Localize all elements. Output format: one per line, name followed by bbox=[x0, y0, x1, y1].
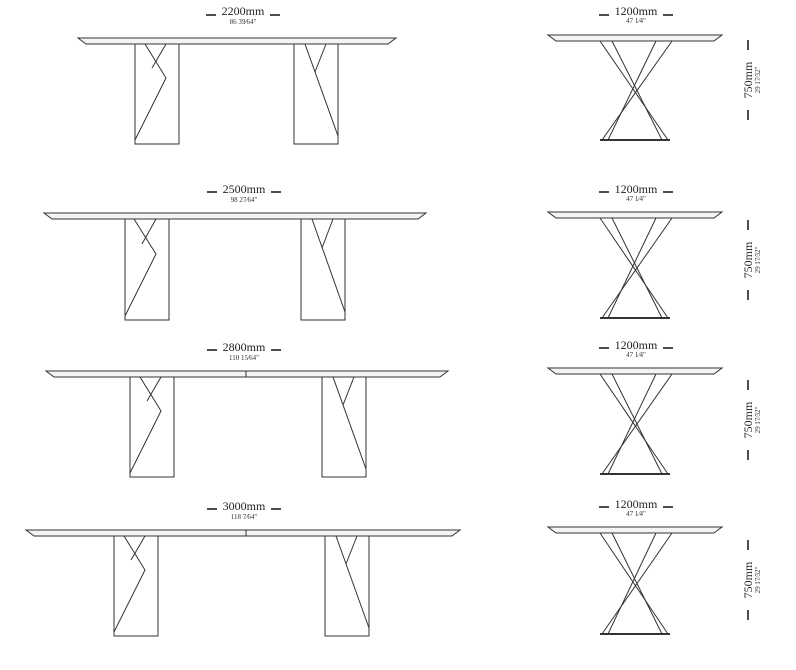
height-inch-label-4: 29 17⁄32" bbox=[754, 566, 762, 593]
tabletop-side-2 bbox=[546, 211, 724, 219]
length-label-1: 2200mm bbox=[222, 4, 265, 18]
tabletop-3 bbox=[44, 370, 450, 378]
length-label-3: 2800mm bbox=[223, 340, 266, 354]
side-view-1: 1200mm 47 1⁄4" 750mm 29 17⁄32" bbox=[546, 4, 762, 141]
height-inch-label-1: 29 17⁄32" bbox=[754, 66, 762, 93]
leg-left-1 bbox=[134, 43, 180, 145]
tabletop-side-1 bbox=[546, 34, 724, 42]
tabletop-side-3 bbox=[546, 367, 724, 375]
side-view-4: 1200mm 47 1⁄4" 750mm 29 17⁄32" bbox=[546, 497, 762, 635]
width-inch-label-2: 47 1⁄4" bbox=[626, 195, 646, 203]
length-inch-label-2: 98 27⁄64" bbox=[231, 196, 258, 204]
row-4: 3000mm 118 7⁄64" 1200mm 47 1⁄4" bbox=[24, 497, 762, 637]
x-base-4 bbox=[599, 532, 673, 635]
length-inch-label-4: 118 7⁄64" bbox=[231, 513, 258, 521]
height-label-2: 750mm bbox=[741, 241, 755, 278]
front-view-3: 2800mm 110 15⁄64" bbox=[44, 340, 450, 478]
tabletop-2 bbox=[42, 212, 428, 220]
side-view-2: 1200mm 47 1⁄4" 750mm 29 17⁄32" bbox=[546, 182, 762, 319]
x-base-3 bbox=[599, 373, 673, 475]
front-view-1: 2200mm 86 39⁄64" bbox=[76, 4, 398, 145]
x-base-2 bbox=[599, 217, 673, 319]
length-inch-label-1: 86 39⁄64" bbox=[230, 18, 257, 26]
row-2: 2500mm 98 27⁄64" 1200mm 47 1⁄4" bbox=[42, 182, 762, 321]
leg-right-4 bbox=[324, 535, 370, 637]
leg-left-3 bbox=[129, 376, 175, 478]
width-inch-label-1: 47 1⁄4" bbox=[626, 17, 646, 25]
height-label-4: 750mm bbox=[741, 561, 755, 598]
row-1: 2200mm 86 39⁄64" 1200mm 47 1⁄4" bbox=[76, 4, 762, 145]
tabletop-side-4 bbox=[546, 526, 724, 534]
height-inch-label-3: 29 17⁄32" bbox=[754, 406, 762, 433]
width-label-4: 1200mm bbox=[615, 497, 658, 511]
leg-right-3 bbox=[321, 376, 367, 478]
front-view-2: 2500mm 98 27⁄64" bbox=[42, 182, 428, 321]
leg-right-2 bbox=[300, 218, 346, 321]
height-inch-label-2: 29 17⁄32" bbox=[754, 246, 762, 273]
length-label-2: 2500mm bbox=[223, 182, 266, 196]
tabletop-1 bbox=[76, 37, 398, 45]
tabletop-4 bbox=[24, 529, 462, 537]
width-inch-label-3: 47 1⁄4" bbox=[626, 351, 646, 359]
leg-right-1 bbox=[293, 43, 339, 145]
leg-left-4 bbox=[113, 535, 159, 637]
height-label-1: 750mm bbox=[741, 61, 755, 98]
length-label-4: 3000mm bbox=[223, 499, 266, 513]
length-inch-label-3: 110 15⁄64" bbox=[229, 354, 259, 362]
height-label-3: 750mm bbox=[741, 401, 755, 438]
leg-left-2 bbox=[124, 218, 170, 321]
width-label-3: 1200mm bbox=[615, 338, 658, 352]
front-view-4: 3000mm 118 7⁄64" bbox=[24, 499, 462, 637]
row-3: 2800mm 110 15⁄64" 1200mm 47 1⁄4" bbox=[44, 338, 762, 478]
width-label-1: 1200mm bbox=[615, 4, 658, 18]
width-inch-label-4: 47 1⁄4" bbox=[626, 510, 646, 518]
x-base-1 bbox=[599, 40, 673, 141]
width-label-2: 1200mm bbox=[615, 182, 658, 196]
side-view-3: 1200mm 47 1⁄4" 750mm 29 17⁄32" bbox=[546, 338, 762, 475]
